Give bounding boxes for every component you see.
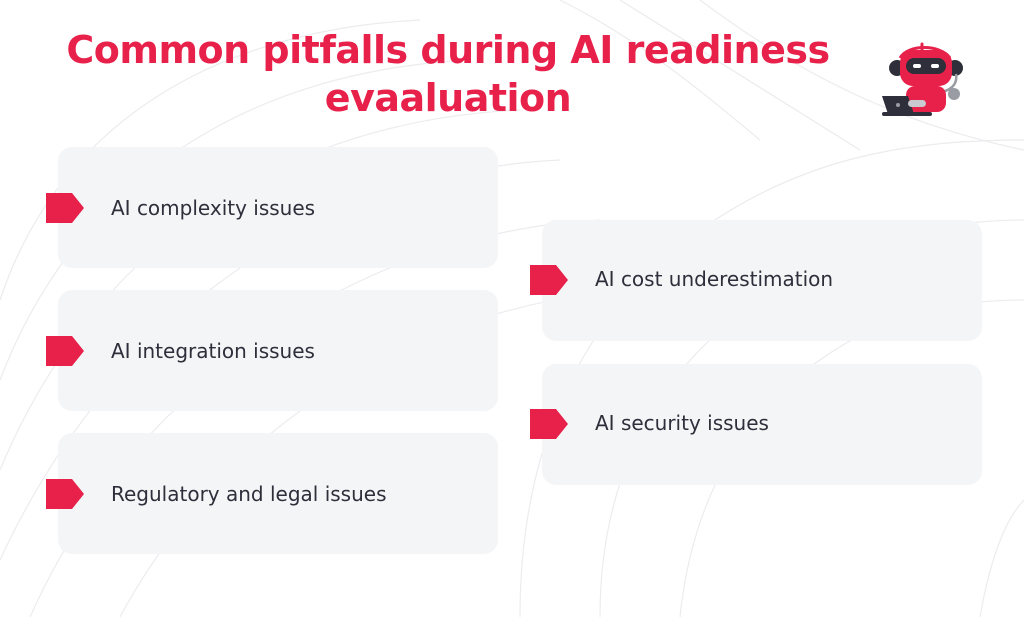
robot-with-laptop-icon	[882, 42, 963, 116]
list-item: AI complexity issues	[46, 147, 498, 268]
pentagon-arrow-icon	[46, 336, 84, 366]
list-item-label: AI security issues	[595, 411, 769, 435]
list-item-label: AI integration issues	[111, 339, 315, 363]
page-title-line-1: Common pitfalls during AI readiness	[66, 28, 830, 72]
list-item-label: Regulatory and legal issues	[111, 482, 387, 506]
page-title-line-2: evaaluation	[324, 76, 572, 120]
list-item: AI integration issues	[46, 290, 498, 411]
pentagon-arrow-icon	[46, 193, 84, 223]
list-item: AI security issues	[530, 364, 982, 485]
list-item-label: AI complexity issues	[111, 196, 316, 220]
page-title: Common pitfalls during AI readiness evaa…	[0, 26, 896, 122]
pentagon-arrow-icon	[530, 265, 568, 295]
list-item-label: AI cost underestimation	[595, 267, 834, 291]
pentagon-arrow-icon	[530, 409, 568, 439]
list-item: Regulatory and legal issues	[46, 433, 498, 554]
list-item: AI cost underestimation	[530, 220, 982, 341]
pentagon-arrow-icon	[46, 479, 84, 509]
